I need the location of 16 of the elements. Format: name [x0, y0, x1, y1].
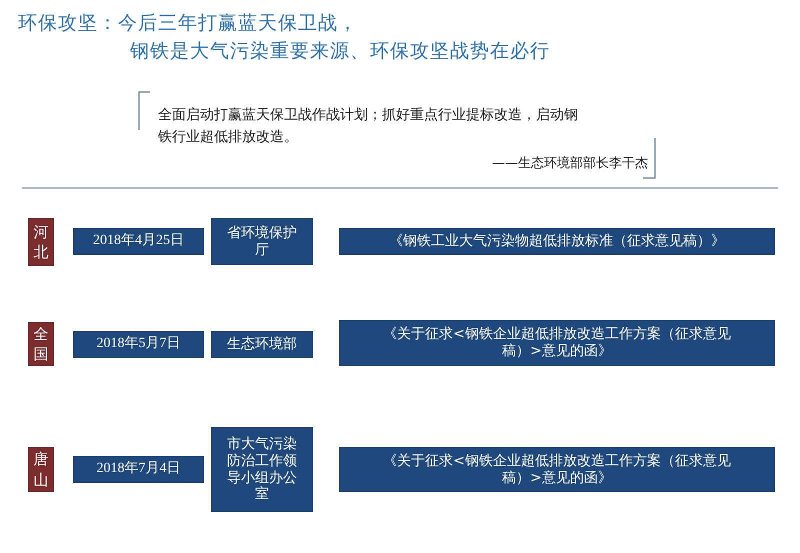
- department-box: 生态环境部: [211, 331, 313, 358]
- region-label: 全国: [28, 322, 54, 366]
- quote-text: 全面启动打赢蓝天保卫战作战计划；抓好重点行业提标改造，启动钢铁行业超低排放改造。: [158, 106, 579, 147]
- date-box: 2018年5月7日: [73, 331, 204, 358]
- document-box: 《关于征求<钢铁企业超低排放改造工作方案（征求意见稿）>意见的函》: [339, 320, 775, 366]
- region-label: 河北: [28, 218, 54, 266]
- title-text: 环保攻坚：今后三年打赢蓝天保卫战，: [18, 11, 358, 36]
- department-box: 省环境保护厅: [211, 218, 313, 265]
- quote-attribution: ——生态环境部部长李干杰: [492, 155, 648, 172]
- subtitle-text: 钢铁是大气污染重要来源、环保攻坚战势在必行: [130, 39, 550, 64]
- region-label: 唐山: [28, 447, 54, 492]
- document-box: 《关于征求<钢铁企业超低排放改造工作方案（征求意见稿）>意见的函》: [339, 447, 775, 492]
- document-box: 《钢铁工业大气污染物超低排放标准（征求意见稿）》: [339, 228, 775, 255]
- date-box: 2018年7月4日: [73, 456, 204, 483]
- date-box: 2018年4月25日: [73, 228, 204, 255]
- department-box: 市大气污染防治工作领导小组办公室: [211, 427, 313, 512]
